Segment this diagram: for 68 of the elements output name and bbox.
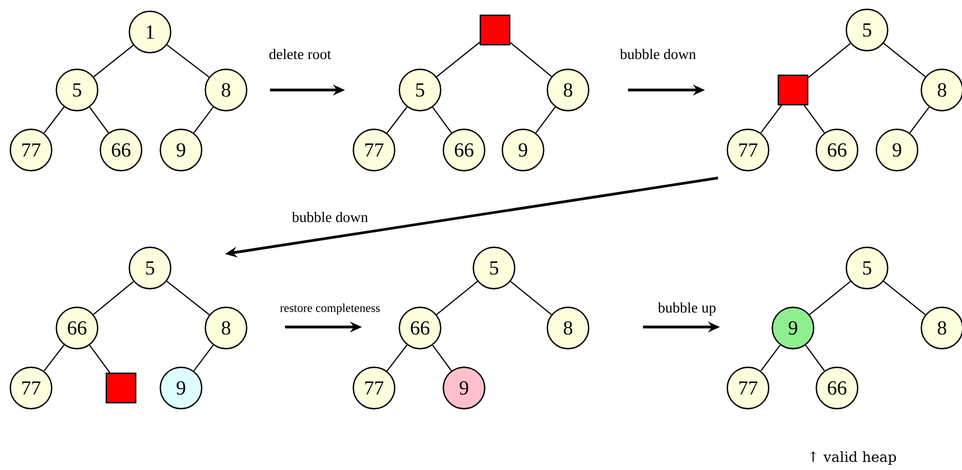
empty-slot-box <box>480 14 510 46</box>
heap-node: 77 <box>10 128 52 172</box>
tree-edge <box>760 104 782 134</box>
heap-node: 5 <box>472 246 516 290</box>
tree-edge <box>883 42 926 78</box>
step-label: bubble down <box>292 212 368 222</box>
heap-node: 5 <box>56 68 98 112</box>
tree-edge <box>809 280 851 316</box>
tree-edge <box>805 344 825 372</box>
tree-edge <box>510 42 552 77</box>
heap-node: 77 <box>10 366 52 410</box>
tree-edge <box>386 106 408 134</box>
step-label: bubble down <box>620 48 696 60</box>
tree-edge <box>166 44 210 78</box>
tree-edge <box>93 44 134 78</box>
tree-edge <box>44 106 65 134</box>
empty-slot-box <box>778 74 808 106</box>
heap-node: 9 <box>442 366 486 410</box>
tree-edge <box>432 106 452 134</box>
heap-node: 9 <box>772 306 814 350</box>
tree-edge <box>760 344 781 372</box>
heap-node: 66 <box>442 128 486 172</box>
heap-node: 5 <box>846 246 888 290</box>
tree-edge <box>510 280 552 316</box>
heap-node: 8 <box>546 68 590 112</box>
heap-node: 1 <box>128 10 172 54</box>
empty-slot-box <box>106 372 136 404</box>
step-label: bubble up <box>658 302 716 316</box>
tree-edge <box>386 344 408 372</box>
step-label: restore completeness <box>280 304 380 314</box>
heap-node: 66 <box>100 128 142 172</box>
tree-edge <box>808 42 851 78</box>
tree-edge <box>89 106 109 134</box>
tree-edge <box>193 344 214 372</box>
heap-node: 9 <box>502 128 544 172</box>
heap-node: 77 <box>352 128 396 172</box>
tree-edge <box>909 106 930 134</box>
tree-edge <box>436 280 478 316</box>
heap-node: 5 <box>846 8 888 52</box>
step-label: delete root <box>269 48 332 60</box>
heap-node: 66 <box>816 366 858 410</box>
tree-edge <box>193 106 214 134</box>
heap-node: 8 <box>204 68 248 112</box>
heap-node: 77 <box>726 128 770 172</box>
note-text: ↑ valid heap <box>810 451 896 465</box>
heap-node: 8 <box>920 306 962 350</box>
heap-node: 8 <box>546 306 590 350</box>
tree-edge <box>44 344 65 372</box>
heap-node: 8 <box>920 68 962 112</box>
heap-node: 66 <box>56 306 98 350</box>
heap-node: 8 <box>204 306 248 350</box>
heap-node: 66 <box>816 128 858 172</box>
tree-edge <box>93 281 134 315</box>
heap-node: 77 <box>352 366 396 410</box>
heap-node: 5 <box>128 246 172 290</box>
heap-node: 66 <box>398 306 442 350</box>
heap-node: 5 <box>398 68 442 112</box>
heap-node: 9 <box>160 128 202 172</box>
tree-edge <box>804 104 825 134</box>
heap-node: 9 <box>876 128 918 172</box>
tree-edge <box>436 42 480 78</box>
tree-edge <box>883 280 926 316</box>
heap-node: 9 <box>160 366 202 410</box>
tree-edge <box>432 344 452 372</box>
tree-edge <box>535 106 556 134</box>
heap-node: 77 <box>726 366 770 410</box>
tree-edge <box>166 280 210 316</box>
tree-edge <box>89 344 110 374</box>
